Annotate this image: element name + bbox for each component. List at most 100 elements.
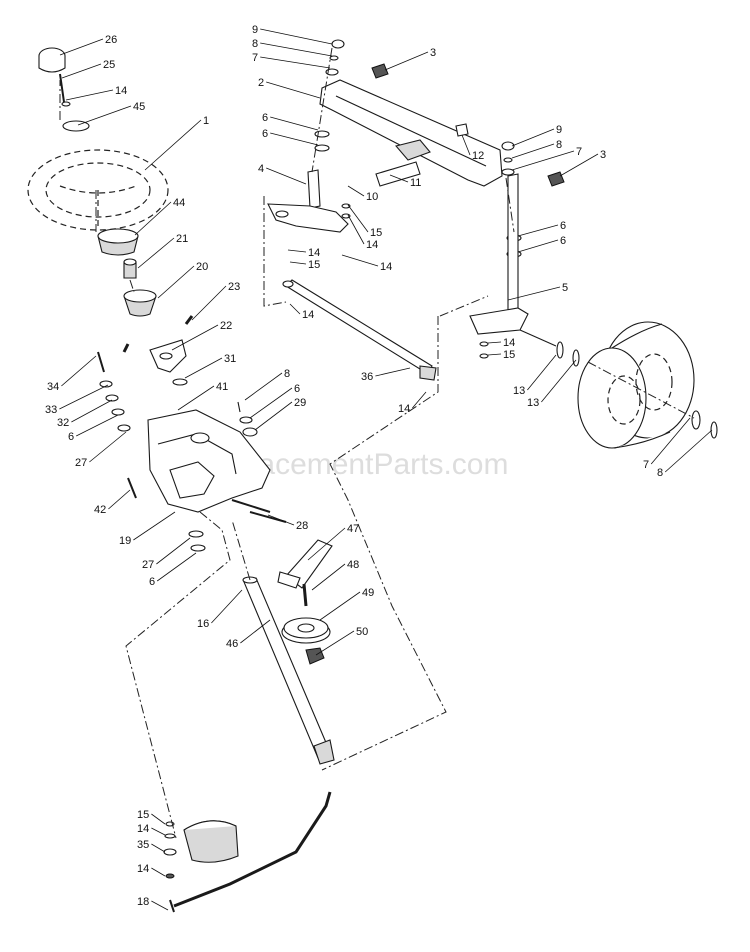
bolt-washer bbox=[61, 101, 71, 107]
leader-c6a bbox=[249, 387, 293, 419]
callout-c12: 12 bbox=[472, 150, 484, 162]
steering-support-bracket bbox=[147, 409, 271, 513]
callout-c2: 2 bbox=[258, 77, 264, 89]
callout-c48: 48 bbox=[347, 559, 359, 571]
leader-c12 bbox=[461, 134, 471, 156]
leader-c16 bbox=[211, 589, 243, 624]
leader-c3b bbox=[559, 153, 599, 177]
callout-c8b: 8 bbox=[252, 38, 258, 50]
leader-c13b bbox=[541, 359, 577, 403]
callout-c7c: 7 bbox=[643, 459, 649, 471]
callout-c11: 11 bbox=[410, 177, 421, 189]
callout-c26: 26 bbox=[105, 34, 117, 46]
callout-c18: 18 bbox=[137, 896, 149, 908]
idler-pulley bbox=[281, 617, 331, 644]
callout-c21: 21 bbox=[176, 233, 188, 245]
pivot-bolt-11 bbox=[375, 161, 421, 187]
leader-c8b bbox=[260, 42, 333, 57]
boot-screws bbox=[122, 315, 194, 353]
leader-c15b bbox=[347, 204, 369, 233]
leader-c2 bbox=[266, 81, 321, 99]
callout-c35: 35 bbox=[137, 839, 149, 851]
callout-c46: 46 bbox=[226, 638, 238, 650]
idler-bracket bbox=[277, 539, 333, 589]
left-spindle-hardware bbox=[314, 39, 345, 152]
leader-c14a bbox=[65, 89, 114, 101]
leader-c21 bbox=[137, 237, 175, 269]
callout-c50: 50 bbox=[356, 626, 368, 638]
leader-c3a bbox=[384, 51, 429, 71]
left-bolt-stack bbox=[97, 351, 131, 432]
cap-bolt bbox=[59, 73, 65, 103]
leader-c35 bbox=[151, 843, 166, 853]
callout-c15c: 15 bbox=[308, 259, 320, 271]
front-axle bbox=[319, 79, 503, 187]
leader-c8c bbox=[511, 143, 555, 159]
leader-c14b bbox=[151, 827, 166, 836]
leader-c48 bbox=[311, 563, 346, 591]
leader-c25 bbox=[61, 63, 102, 79]
callout-c15b: 15 bbox=[370, 227, 382, 239]
pulley-nut bbox=[305, 647, 325, 665]
leader-c36 bbox=[375, 367, 411, 377]
right-bolt-stack bbox=[237, 401, 258, 437]
callout-c8a: 8 bbox=[284, 368, 290, 380]
callout-c42: 42 bbox=[94, 504, 106, 516]
phantom-lines bbox=[59, 47, 695, 839]
callout-c14c: 14 bbox=[137, 863, 149, 875]
callout-c6a: 6 bbox=[294, 383, 300, 395]
callout-c41: 41 bbox=[216, 381, 228, 393]
leader-c33 bbox=[59, 384, 109, 410]
callout-c14d: 14 bbox=[366, 239, 378, 251]
callout-c16: 16 bbox=[197, 618, 209, 630]
leader-c9b bbox=[511, 128, 555, 147]
callout-c3b: 3 bbox=[600, 149, 606, 161]
callout-c6f: 6 bbox=[560, 220, 566, 232]
steering-shaft-bushing bbox=[123, 258, 137, 279]
leader-c49 bbox=[319, 591, 361, 621]
front-wheel bbox=[577, 321, 695, 449]
leader-c34 bbox=[61, 355, 97, 387]
pivot-bolt-12 bbox=[455, 123, 469, 137]
grease-fitting-right bbox=[547, 171, 565, 187]
callout-c22: 22 bbox=[220, 320, 232, 332]
callout-c28: 28 bbox=[296, 520, 308, 532]
callout-c9b: 9 bbox=[556, 124, 562, 136]
steering-bracket-upper bbox=[149, 339, 187, 373]
callout-c6b: 6 bbox=[68, 431, 74, 443]
callout-c10: 10 bbox=[366, 191, 378, 203]
callout-c6g: 6 bbox=[560, 235, 566, 247]
bracket-bolt-42 bbox=[127, 477, 137, 499]
callout-c6d: 6 bbox=[262, 112, 268, 124]
callout-c34: 34 bbox=[47, 381, 59, 393]
leader-c6c bbox=[156, 552, 197, 582]
callout-c20: 20 bbox=[196, 261, 208, 273]
callout-c14f: 14 bbox=[380, 261, 392, 273]
steering-sector-gear bbox=[183, 820, 239, 863]
callout-c44: 44 bbox=[173, 197, 185, 209]
leader-c26 bbox=[59, 38, 104, 56]
lower-bearing-stack bbox=[188, 530, 206, 552]
leader-c45 bbox=[77, 105, 132, 126]
callout-c14a: 14 bbox=[115, 85, 127, 97]
callout-c49: 49 bbox=[362, 587, 374, 599]
leader-c10 bbox=[347, 185, 365, 197]
callout-c13a: 13 bbox=[513, 385, 525, 397]
callout-c14g: 14 bbox=[302, 309, 314, 321]
leader-lines bbox=[59, 28, 713, 911]
leader-c44 bbox=[134, 201, 172, 236]
callout-c33: 33 bbox=[45, 404, 57, 416]
callout-c7a: 7 bbox=[252, 52, 258, 64]
callout-c47: 47 bbox=[347, 523, 359, 535]
leader-c14i bbox=[412, 391, 427, 409]
leader-c7c bbox=[650, 417, 691, 465]
leader-c6e bbox=[270, 132, 319, 146]
leader-c50 bbox=[315, 630, 355, 656]
right-spindle bbox=[469, 173, 557, 347]
callout-c4: 4 bbox=[258, 163, 264, 175]
callout-c23: 23 bbox=[228, 281, 240, 293]
grease-fitting-left bbox=[371, 63, 389, 79]
leader-c14f bbox=[341, 254, 379, 267]
wheel-spacers bbox=[556, 341, 580, 367]
